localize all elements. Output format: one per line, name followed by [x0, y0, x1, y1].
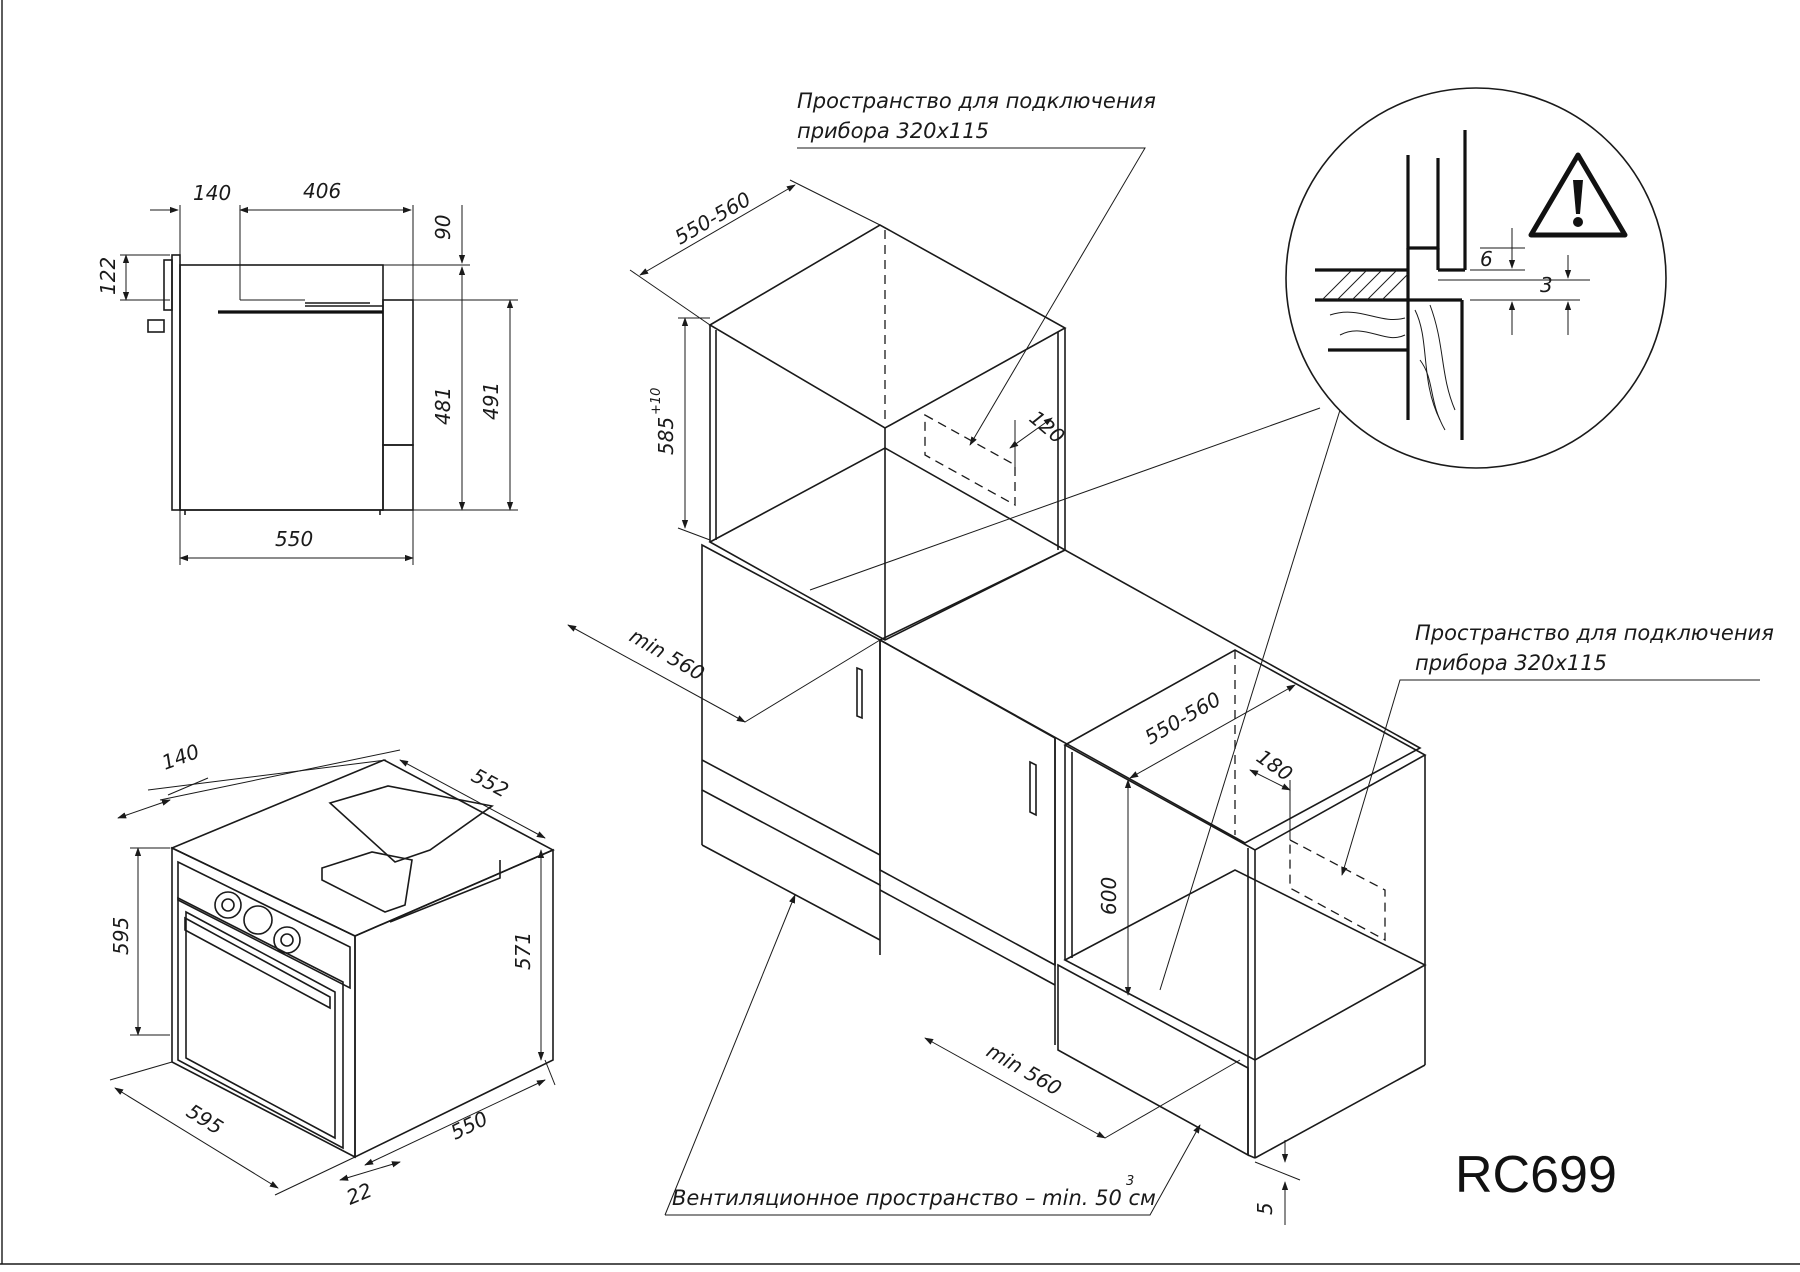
tall-cabinet-drawing	[567, 147, 1422, 1045]
side-dim-550: 550	[275, 527, 313, 551]
under-dim-600: 600	[1097, 877, 1121, 915]
under-dim-180: 180	[1252, 744, 1297, 786]
side-dim-90: 90	[431, 215, 455, 240]
iso-dim-571: 571	[511, 932, 535, 970]
warning-triangle-icon	[1528, 152, 1628, 238]
connection-note-right-line1: Пространство для подключения	[1415, 621, 1774, 645]
iso-dim-595-height: 595	[109, 917, 133, 955]
connection-note-top-line2: прибора 320х115	[797, 119, 989, 143]
side-view-drawing	[120, 205, 518, 565]
side-dim-122: 122	[96, 257, 120, 295]
tall-dim-585: 585	[654, 417, 678, 455]
under-dim-min-560: min 560	[983, 1039, 1066, 1101]
tall-dim-min-560: min 560	[626, 624, 709, 686]
side-dim-491: 491	[479, 382, 503, 420]
iso-dim-552: 552	[468, 763, 513, 802]
ventilation-note-superscript: 3	[1126, 1174, 1134, 1189]
side-dim-481: 481	[431, 387, 455, 425]
detail-dim-6: 6	[1480, 247, 1493, 271]
iso-oven-drawing	[109, 749, 556, 1196]
under-counter-drawing	[664, 649, 1760, 1225]
tall-dim-550-560: 550-560	[671, 187, 755, 250]
iso-dim-550: 550	[447, 1106, 492, 1144]
tall-dim-585-tolerance: +10	[649, 388, 664, 415]
iso-dim-140: 140	[159, 739, 203, 775]
detail-dim-3: 3	[1540, 273, 1553, 297]
ventilation-note: Вентиляционное пространство – min. 50 см	[672, 1186, 1156, 1210]
side-dim-406: 406	[303, 179, 341, 203]
connection-note-right-line2: прибора 320х115	[1415, 651, 1607, 675]
model-label: RC699	[1455, 1146, 1617, 1204]
tall-dim-120: 120	[1025, 405, 1070, 448]
iso-dim-22: 22	[343, 1178, 376, 1210]
detail-circle-drawing	[809, 87, 1667, 991]
side-dim-140: 140	[193, 181, 231, 205]
under-dim-5: 5	[1253, 1202, 1277, 1215]
connection-note-top-line1: Пространство для подключения	[797, 89, 1156, 113]
